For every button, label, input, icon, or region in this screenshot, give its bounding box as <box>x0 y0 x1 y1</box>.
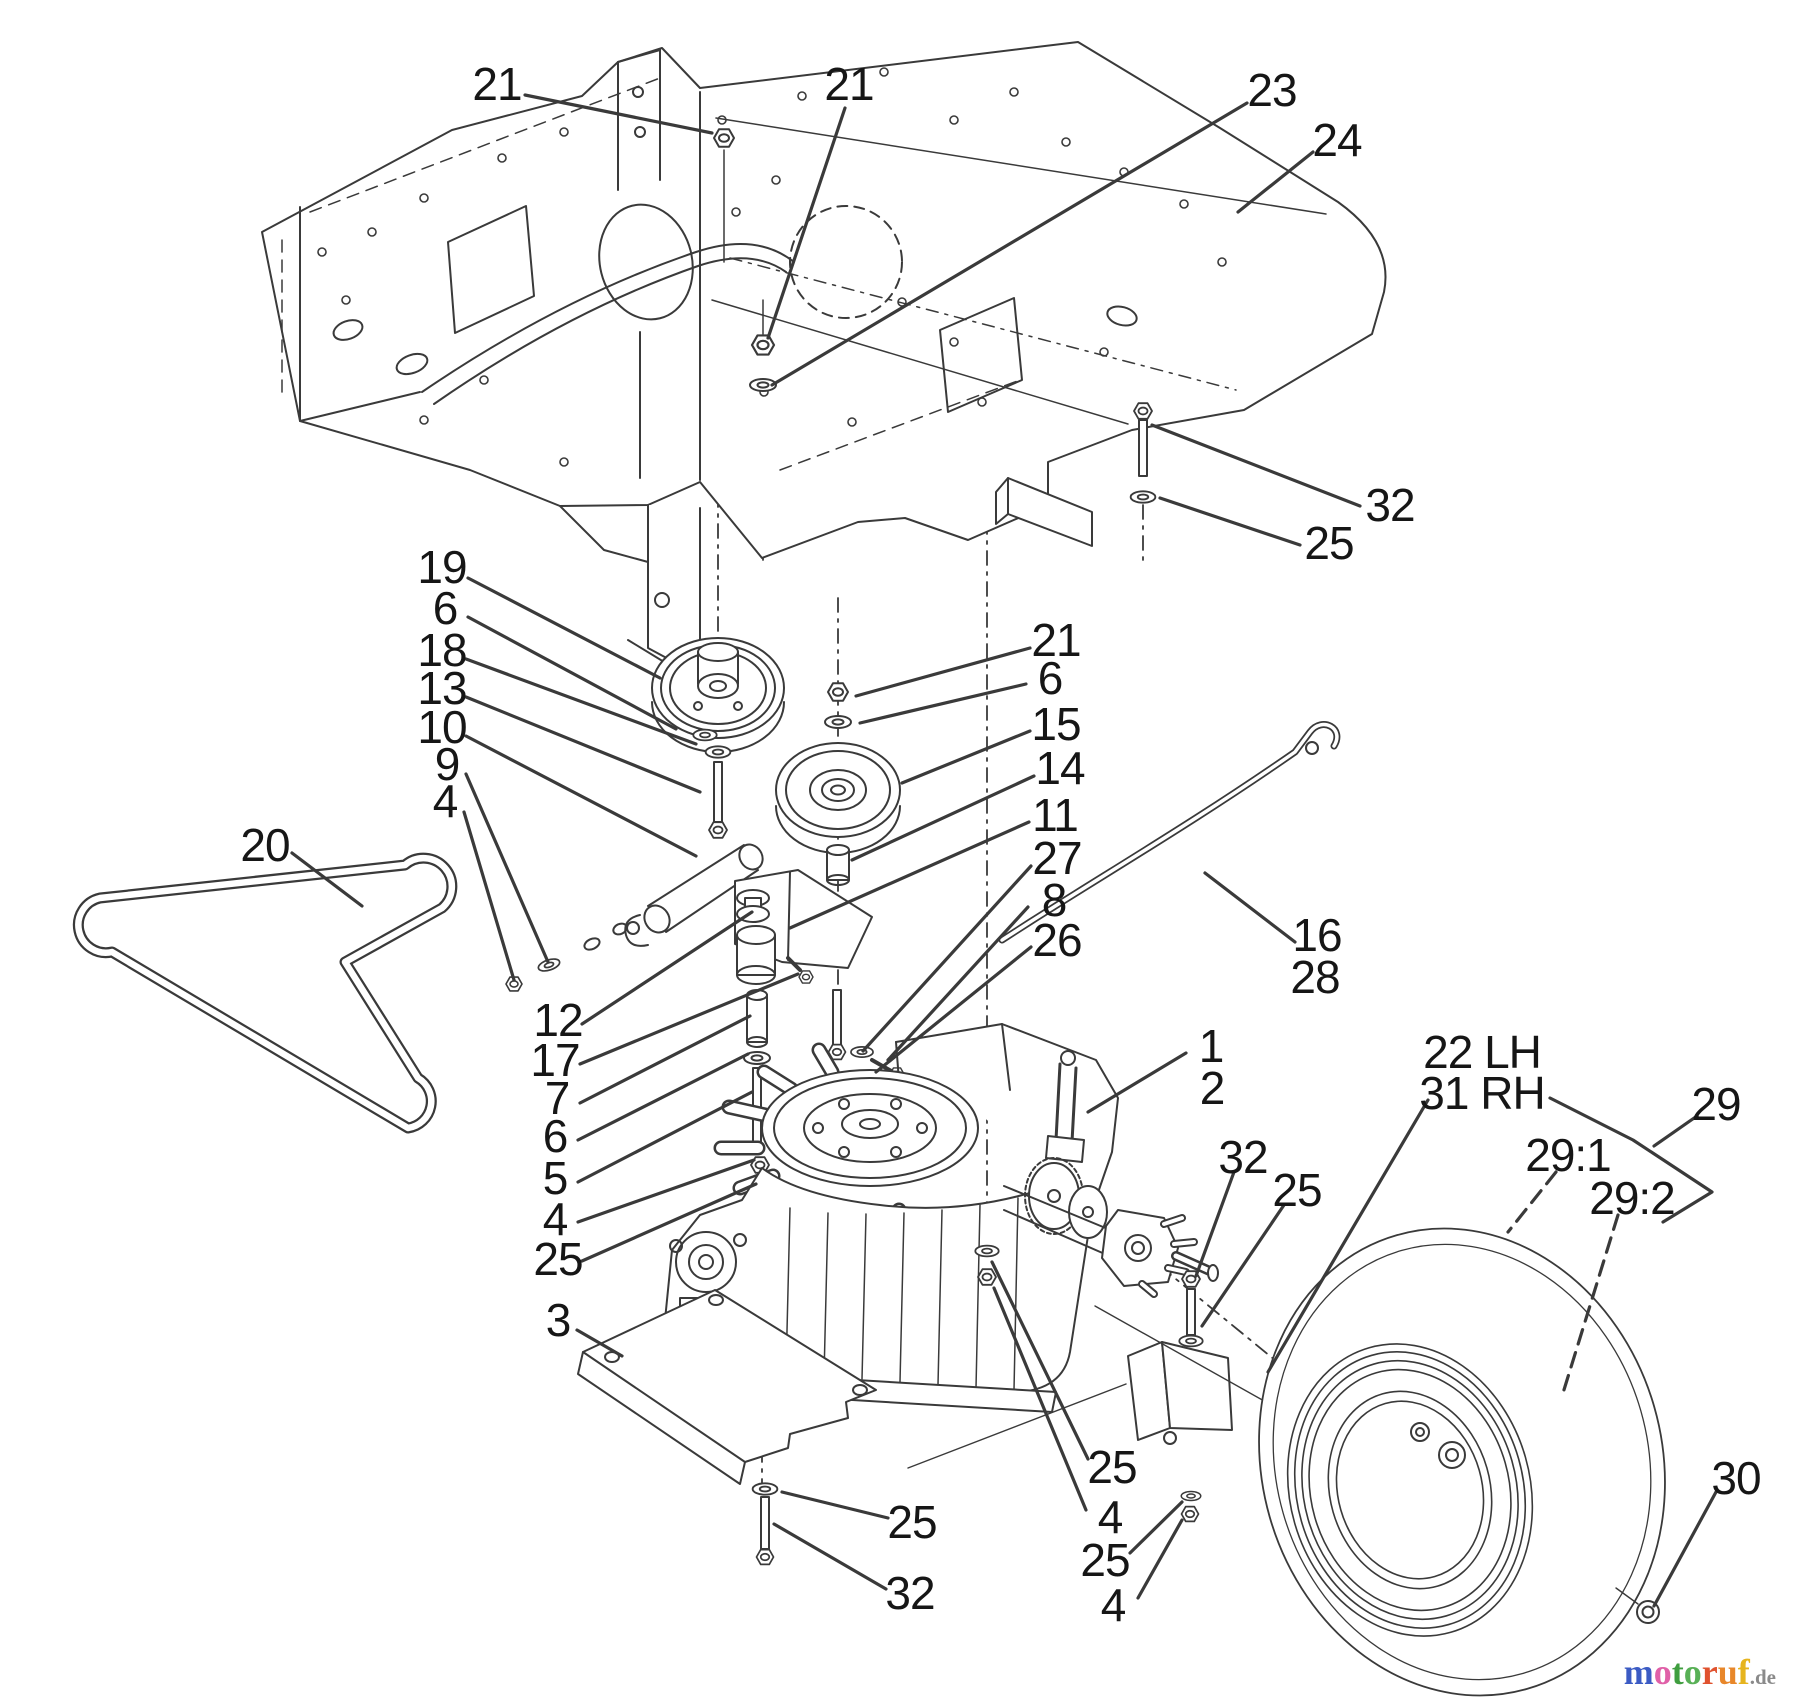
leader-line <box>462 810 516 982</box>
leader-line <box>788 820 1031 930</box>
leader-line <box>772 1522 888 1591</box>
leader-line <box>850 774 1036 862</box>
watermark-letter: m <box>1623 1652 1654 1692</box>
watermark-letter: o <box>1653 1652 1672 1692</box>
frame-holes <box>317 67 1227 467</box>
drive-belt <box>72 852 458 1134</box>
watermark-letter: f <box>1737 1652 1750 1692</box>
leader-line <box>1652 1490 1718 1608</box>
leader-line <box>1266 1098 1430 1374</box>
watermark-letter: o <box>1683 1652 1702 1692</box>
leader-line <box>578 1014 752 1105</box>
leader-line <box>464 695 702 794</box>
guard-plate <box>577 1289 877 1566</box>
leader-line <box>1194 1170 1236 1278</box>
leader-line <box>900 729 1032 785</box>
rear-wheel <box>1258 1227 1666 1697</box>
leader-line <box>1086 1051 1188 1114</box>
leader-line <box>858 682 1028 725</box>
leader-line <box>464 772 550 964</box>
group-bracket-29 <box>1548 1096 1714 1224</box>
watermark-letter: u <box>1717 1652 1738 1692</box>
watermark-letter: t <box>1671 1652 1684 1692</box>
leader-line <box>770 101 1249 387</box>
leader-line <box>1236 150 1315 214</box>
leader-line <box>466 615 678 731</box>
frame <box>261 41 1387 669</box>
leader-line <box>766 106 847 340</box>
leader-line <box>1652 1114 1699 1148</box>
leader-line <box>1203 871 1297 944</box>
leader-line <box>290 851 364 908</box>
leader-line <box>780 1490 890 1520</box>
idler-arm <box>505 843 764 992</box>
frame-fasteners <box>713 128 1157 504</box>
leader-line <box>580 1182 758 1263</box>
leader-line <box>464 734 698 858</box>
leader-line <box>1128 1500 1184 1555</box>
leader-line <box>992 1286 1088 1512</box>
leader-line <box>575 1328 624 1358</box>
leader-line <box>576 1090 754 1184</box>
leader-line <box>580 910 754 1026</box>
leader-line <box>576 1158 756 1224</box>
watermark-suffix: .de <box>1749 1665 1776 1689</box>
watermark-logo: motoruf.de <box>1624 1651 1776 1693</box>
input-pulley-stack <box>775 682 905 1081</box>
leader-line <box>1561 1213 1620 1395</box>
leader-line <box>1150 423 1362 508</box>
axle-hub-assembly <box>907 1157 1331 1523</box>
leader-line <box>466 576 662 680</box>
leader-line <box>886 905 1030 1062</box>
leader-line <box>464 657 698 746</box>
leader-line <box>1158 496 1302 547</box>
leader-line <box>861 864 1033 1053</box>
leader-line <box>1200 1203 1286 1328</box>
watermark-letter: r <box>1701 1652 1718 1692</box>
leader-line <box>1506 1170 1558 1234</box>
leader-line <box>854 646 1032 698</box>
leader-line <box>576 1052 750 1142</box>
leader-line <box>990 1260 1090 1461</box>
leader-line <box>1136 1518 1184 1600</box>
leader-line <box>578 972 800 1066</box>
leader-line <box>523 93 714 135</box>
brake-rod <box>998 721 1341 944</box>
clutch-pulley-stack <box>651 637 785 839</box>
leader-line <box>874 945 1033 1074</box>
leader-lines <box>290 93 1718 1608</box>
